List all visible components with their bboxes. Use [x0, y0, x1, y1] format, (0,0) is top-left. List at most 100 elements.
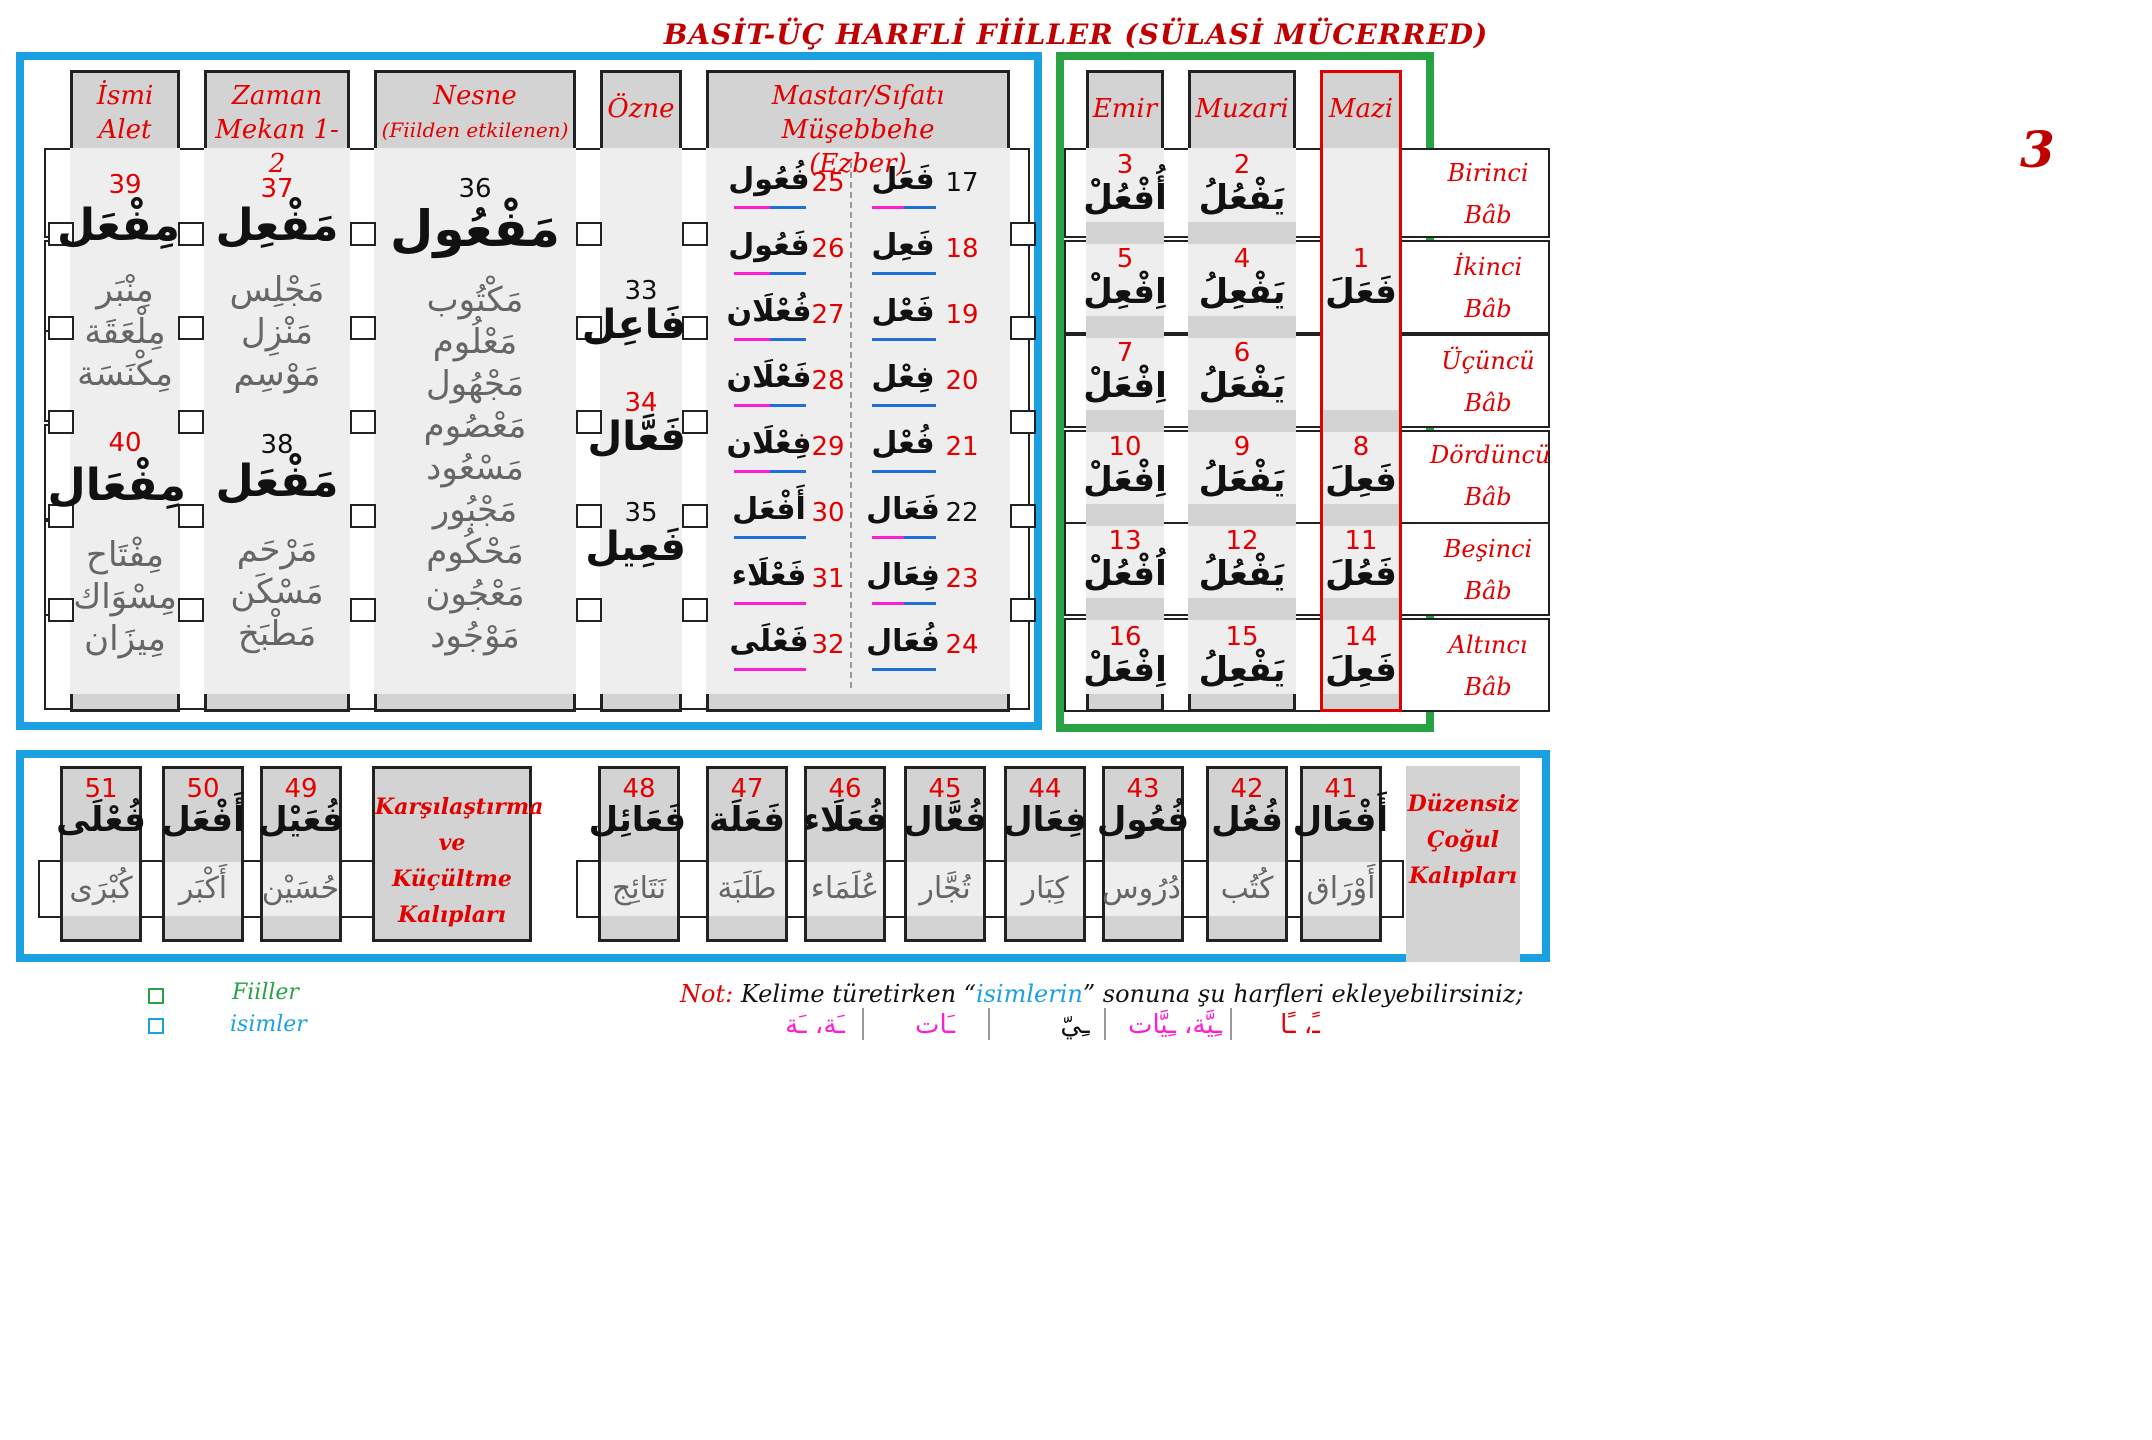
zaman-mekan-example: مَسْكَن	[230, 572, 324, 612]
nesne-example: مَسْعُود	[426, 448, 524, 488]
duzensiz-label-line: Çoğul	[1427, 827, 1499, 853]
col-nesne-header: Nesne(Fiilden etkilenen)	[374, 70, 576, 148]
duzensiz-item-number: 48	[622, 774, 656, 804]
emir-pattern: اُفْعُلْ	[1083, 554, 1167, 594]
note-suffix-divider	[988, 1008, 990, 1040]
note-suffix: ـَات	[914, 1010, 955, 1040]
mastar-underline	[872, 272, 904, 275]
row-separator	[1188, 316, 1296, 338]
mazi-number: 8	[1352, 432, 1370, 462]
mastar-underline	[734, 404, 770, 407]
nesne-example: مَوْجُود	[430, 616, 520, 656]
row-tick	[1010, 316, 1036, 340]
duzensiz-item-number: 41	[1324, 774, 1358, 804]
row-separator	[1086, 222, 1164, 244]
row-tick	[682, 504, 708, 528]
mazi-pattern: فَعِلَ	[1325, 460, 1397, 500]
row-tick	[1010, 598, 1036, 622]
mastar-number: 21	[945, 432, 979, 462]
col-mastar-header-line: Mastar/Sıfatı Müşebbehe	[771, 81, 945, 145]
row-tick	[178, 504, 204, 528]
emir-number: 10	[1108, 432, 1142, 462]
row-separator	[1086, 410, 1164, 432]
row-tick	[48, 222, 74, 246]
duzensiz-item-pattern: فِعَال	[1003, 800, 1087, 840]
mastar-divider	[850, 162, 852, 688]
mastar-underline	[734, 206, 770, 209]
mazi-number: 1	[1352, 244, 1370, 274]
karsilastirma-item-pattern: فُعْلَى	[56, 800, 146, 840]
emir-number: 5	[1116, 244, 1134, 274]
note-line: Not: Kelime türetirken “isimlerin” sonun…	[680, 980, 1524, 1008]
muzari-number: 2	[1233, 150, 1251, 180]
note-suffix: ـَة، ـَة	[785, 1010, 845, 1040]
duzensiz-item-pattern: فُعُل	[1211, 800, 1283, 840]
mastar-pattern: فَعُول	[728, 228, 810, 263]
row-tick	[178, 222, 204, 246]
mastar-underline	[872, 536, 904, 539]
col-mastar-header-line: (Ezber)	[809, 149, 907, 179]
isimler-frame	[16, 52, 1042, 730]
ismi-alet-example: مِسْوَاك	[73, 577, 177, 617]
nesne-example: مَعْصُوم	[423, 406, 527, 446]
row-tick	[350, 222, 376, 246]
muzari-pattern: يَفْعِلُ	[1198, 650, 1286, 690]
ismi-alet-example: مِلْعَقَة	[84, 312, 166, 352]
col-ismi-alet-header-line: İsmi	[96, 81, 154, 111]
mastar-underline	[734, 668, 770, 671]
mastar-underline	[872, 404, 904, 407]
col-mastar-header: Mastar/Sıfatı Müşebbehe (Ezber)	[706, 70, 1010, 179]
note-text-a: Kelime türetirken “	[740, 980, 976, 1008]
bab-label-line: Dördüncü	[1430, 441, 1551, 469]
col-muzari-header-line: Muzari	[1195, 94, 1289, 124]
karsilastirma-item-number: 51	[84, 774, 118, 804]
bab-label-line: Bâb	[1464, 201, 1512, 229]
zaman-mekan-number: 37	[260, 174, 294, 204]
duzensiz-item-pattern: فُعَّال	[903, 800, 987, 840]
row-tick	[1010, 504, 1036, 528]
col-emir-header-line: Emir	[1092, 94, 1158, 124]
mastar-underline	[872, 206, 904, 209]
col-nesne-bg	[374, 146, 576, 696]
mastar-underline	[904, 668, 936, 671]
muzari-pattern: يَفْعِلُ	[1198, 272, 1286, 312]
mastar-number: 28	[811, 366, 845, 396]
col-zaman-mekan-header-line: Zaman	[231, 81, 323, 111]
mastar-pattern: فُعْلَان	[726, 294, 812, 329]
mastar-pattern: فَعْلَى	[729, 624, 809, 659]
note-suffix: ـً، ـًا	[1280, 1010, 1320, 1040]
legend-fiiller-box	[148, 988, 164, 1004]
col-ismi-alet-footer	[70, 694, 180, 712]
duzensiz-item-number: 45	[928, 774, 962, 804]
row-tick	[1010, 410, 1036, 434]
emir-number: 3	[1116, 150, 1134, 180]
mastar-number: 32	[811, 630, 845, 660]
mastar-number: 23	[945, 564, 979, 594]
zaman-mekan-example: مَطْبَخ	[237, 614, 317, 654]
duzensiz-item-example: نَتَائِج	[601, 862, 677, 916]
ismi-alet-pattern: مِفْعَال	[47, 460, 186, 511]
ozne-pattern: فَعَّال	[587, 414, 687, 460]
mastar-pattern: فَعَل	[871, 162, 935, 197]
note-prefix: Not:	[680, 980, 734, 1008]
row-tick	[48, 598, 74, 622]
ismi-alet-pattern: مِفْعَل	[56, 200, 180, 251]
zaman-mekan-number: 38	[260, 430, 294, 460]
zaman-mekan-example: مَنْزِل	[241, 312, 313, 352]
row-separator	[1086, 598, 1164, 620]
bab-label-line: Birinci	[1447, 159, 1529, 187]
karsilastirma-label-line: Karşılaştırma	[375, 794, 544, 820]
mastar-underline	[770, 470, 806, 473]
mastar-underline	[904, 536, 936, 539]
note-suffix-divider	[862, 1008, 864, 1040]
mastar-pattern: فِعَال	[866, 558, 940, 593]
ismi-alet-example: مِفْتَاح	[86, 535, 164, 575]
ozne-pattern: فَاعِل	[581, 302, 686, 348]
duzensiz-item-number: 47	[730, 774, 764, 804]
mastar-underline	[904, 470, 936, 473]
duzensiz-item-example: دُرُوس	[1102, 862, 1181, 916]
karsilastirma-item-example: أَكْبَر	[165, 862, 241, 916]
